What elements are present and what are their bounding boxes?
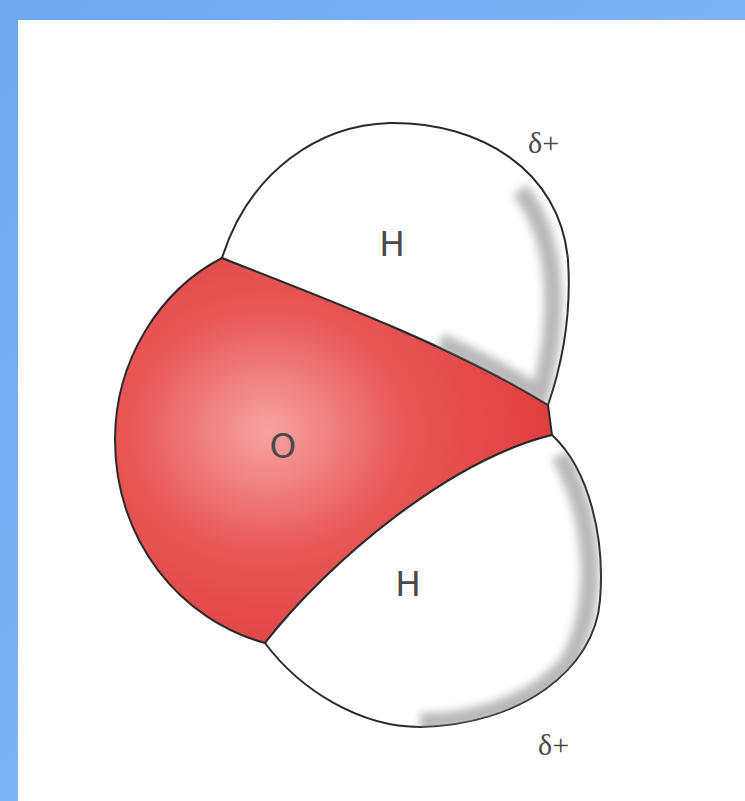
oxygen-region: O (264, 424, 303, 469)
hydrogen-region: H (389, 562, 427, 607)
shading (440, 190, 553, 395)
shading (420, 455, 590, 722)
hydrogen-atom (222, 123, 569, 405)
white-panel (18, 20, 745, 801)
partial-charge-label: δ+ (538, 728, 569, 761)
atom-symbol: O (270, 428, 297, 465)
atom-symbol: H (379, 226, 405, 263)
hydrogen-region: H (373, 222, 411, 267)
hydrogen-atom (265, 435, 601, 727)
partial-charge-label: δ+ (528, 126, 559, 159)
atom-symbol: H (395, 566, 421, 603)
